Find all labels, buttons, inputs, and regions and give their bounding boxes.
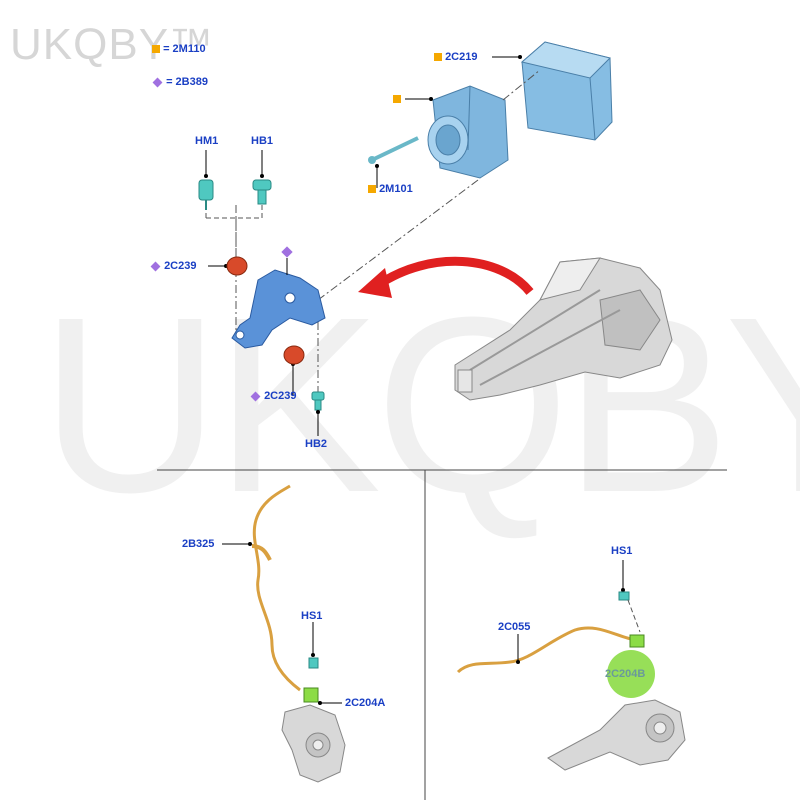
callout-2m101: 2M101: [368, 183, 413, 195]
legend-square-text: = 2M110: [163, 43, 206, 55]
callout-hb2: HB2: [305, 438, 328, 450]
callout-2c204b: 2C204B: [605, 668, 646, 680]
callout-hb1: HB1: [251, 135, 274, 147]
rear-subframe-assembly: [454, 257, 673, 401]
callout-hm1: HM1: [195, 135, 219, 147]
callout-2c219: 2C219: [434, 51, 477, 63]
bolt-2m101: [368, 136, 419, 164]
sensor-cable-right: [456, 626, 641, 674]
sensor-cable-left: [251, 484, 301, 692]
diamond-marker-bracket: [281, 246, 293, 258]
wheel-knuckle-left: [281, 704, 346, 783]
mounting-bracket: [231, 269, 326, 349]
callout-hs1-left: HS1: [301, 610, 323, 622]
fastener-hb2: [311, 391, 325, 436]
callout-2c204a: 2C204A: [345, 697, 386, 709]
callout-2c239-bottom: 2C239: [250, 390, 296, 402]
fastener-hs1-left: [308, 622, 319, 669]
abs-pump-body: [427, 85, 509, 179]
callout-2c239-top: 2C239: [150, 260, 196, 272]
diamond-marker-icon: [150, 261, 161, 272]
callout-2c055: 2C055: [498, 621, 531, 633]
legend-diamond: = 2B389: [152, 76, 208, 88]
red-direction-arrow: [358, 256, 534, 298]
fastener-hb1: [252, 150, 272, 205]
sensor-2c204a: [303, 687, 319, 703]
watermark-corner: UKQBY™: [10, 20, 215, 69]
abs-module-housing: [520, 41, 613, 141]
highlight-2c204b: [607, 650, 655, 698]
square-marker-icon: [434, 53, 442, 62]
callout-hs1-right: HS1: [611, 545, 633, 557]
grommet-top: [208, 256, 248, 276]
square-marker-icon: [393, 95, 401, 104]
grommet-bottom: [283, 345, 305, 396]
square-marker-icon: [152, 45, 160, 54]
callout-square-module: [393, 93, 401, 105]
differential-housing-right: [547, 699, 686, 771]
watermark-center: UKQBY™: [40, 265, 800, 544]
fastener-hm1: [198, 150, 214, 210]
callout-2b325: 2B325: [182, 538, 215, 550]
legend-diamond-text: = 2B389: [166, 76, 208, 88]
diamond-marker-icon: [250, 391, 261, 402]
legend-square: = 2M110: [152, 43, 206, 55]
fastener-hs1-right: [618, 560, 630, 601]
square-marker-icon: [368, 185, 376, 194]
diamond-marker-icon: [152, 77, 163, 88]
